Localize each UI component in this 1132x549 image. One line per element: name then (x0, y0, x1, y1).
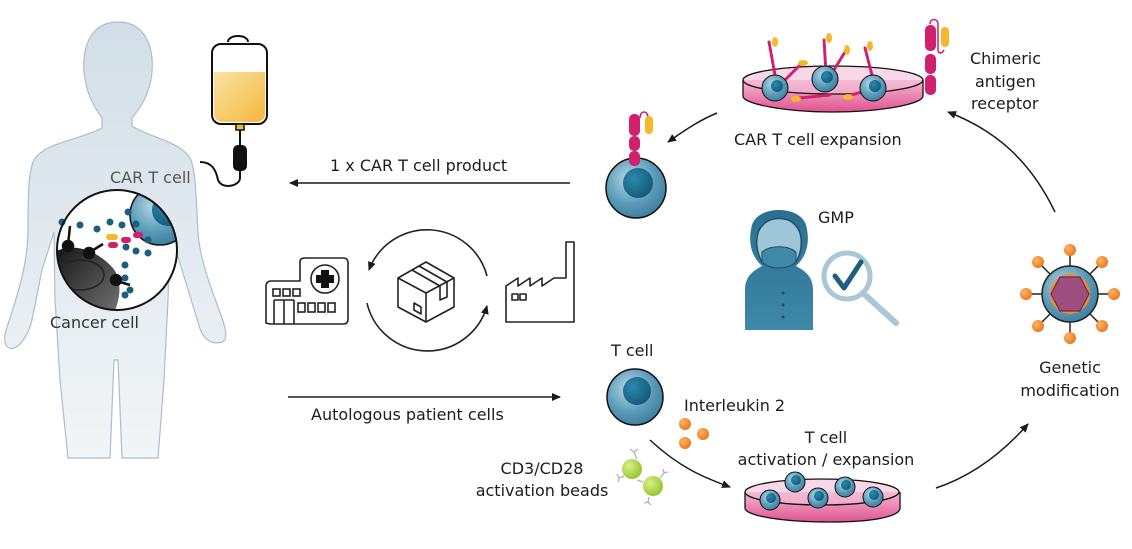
activation-dish-icon (744, 471, 901, 523)
interleukin-label: Interleukin 2 (684, 396, 786, 415)
magnified-tumor-icon (56, 189, 178, 311)
chimeric-label-1: Chimeric (970, 49, 1042, 68)
autologous-label: Autologous patient cells (311, 405, 504, 424)
car-receptor-icon (925, 18, 949, 95)
product-label: 1 x CAR T cell product (330, 156, 508, 175)
iv-bag-icon (199, 35, 268, 187)
magnifier-check-icon (821, 250, 899, 326)
genetic-label-2: modification (1020, 381, 1120, 400)
car-t-expansion-label: CAR T cell expansion (734, 130, 902, 149)
hospital-icon (265, 257, 349, 325)
chimeric-label-2: antigen (975, 72, 1036, 91)
activation-beads-icon (616, 448, 669, 506)
beads-label-1: CD3/CD28 (500, 459, 584, 478)
activation-to-genetic-arrow (935, 423, 1029, 489)
car-t-cell-body-label: CAR T cell (110, 168, 191, 187)
culture-dish-icon (742, 33, 924, 113)
cycle-arrows (366, 229, 489, 352)
gmp-worker-icon (745, 210, 813, 330)
gmp-label: GMP (818, 208, 854, 227)
car-t-cell-icon (605, 111, 667, 219)
factory-icon (505, 241, 575, 323)
package-box-icon (397, 261, 455, 323)
genetic-label-1: Genetic (1039, 358, 1101, 377)
t-cell-icon (606, 368, 664, 426)
viral-vector-icon (1020, 244, 1120, 344)
t-cell-label: T cell (611, 341, 654, 360)
tcell-to-activation-arrow (649, 439, 731, 489)
beads-label-2: activation beads (475, 481, 609, 500)
cancer-cell-label: Cancer cell (50, 313, 139, 332)
activation-label-1: T cell (804, 428, 848, 447)
genetic-to-expansion-arrow (947, 111, 1056, 213)
dish-to-cart-arrow (667, 112, 718, 143)
chimeric-label-3: receptor (971, 94, 1039, 113)
activation-label-2: activation / expansion (737, 450, 915, 469)
interleukin-2-icon (679, 418, 709, 449)
